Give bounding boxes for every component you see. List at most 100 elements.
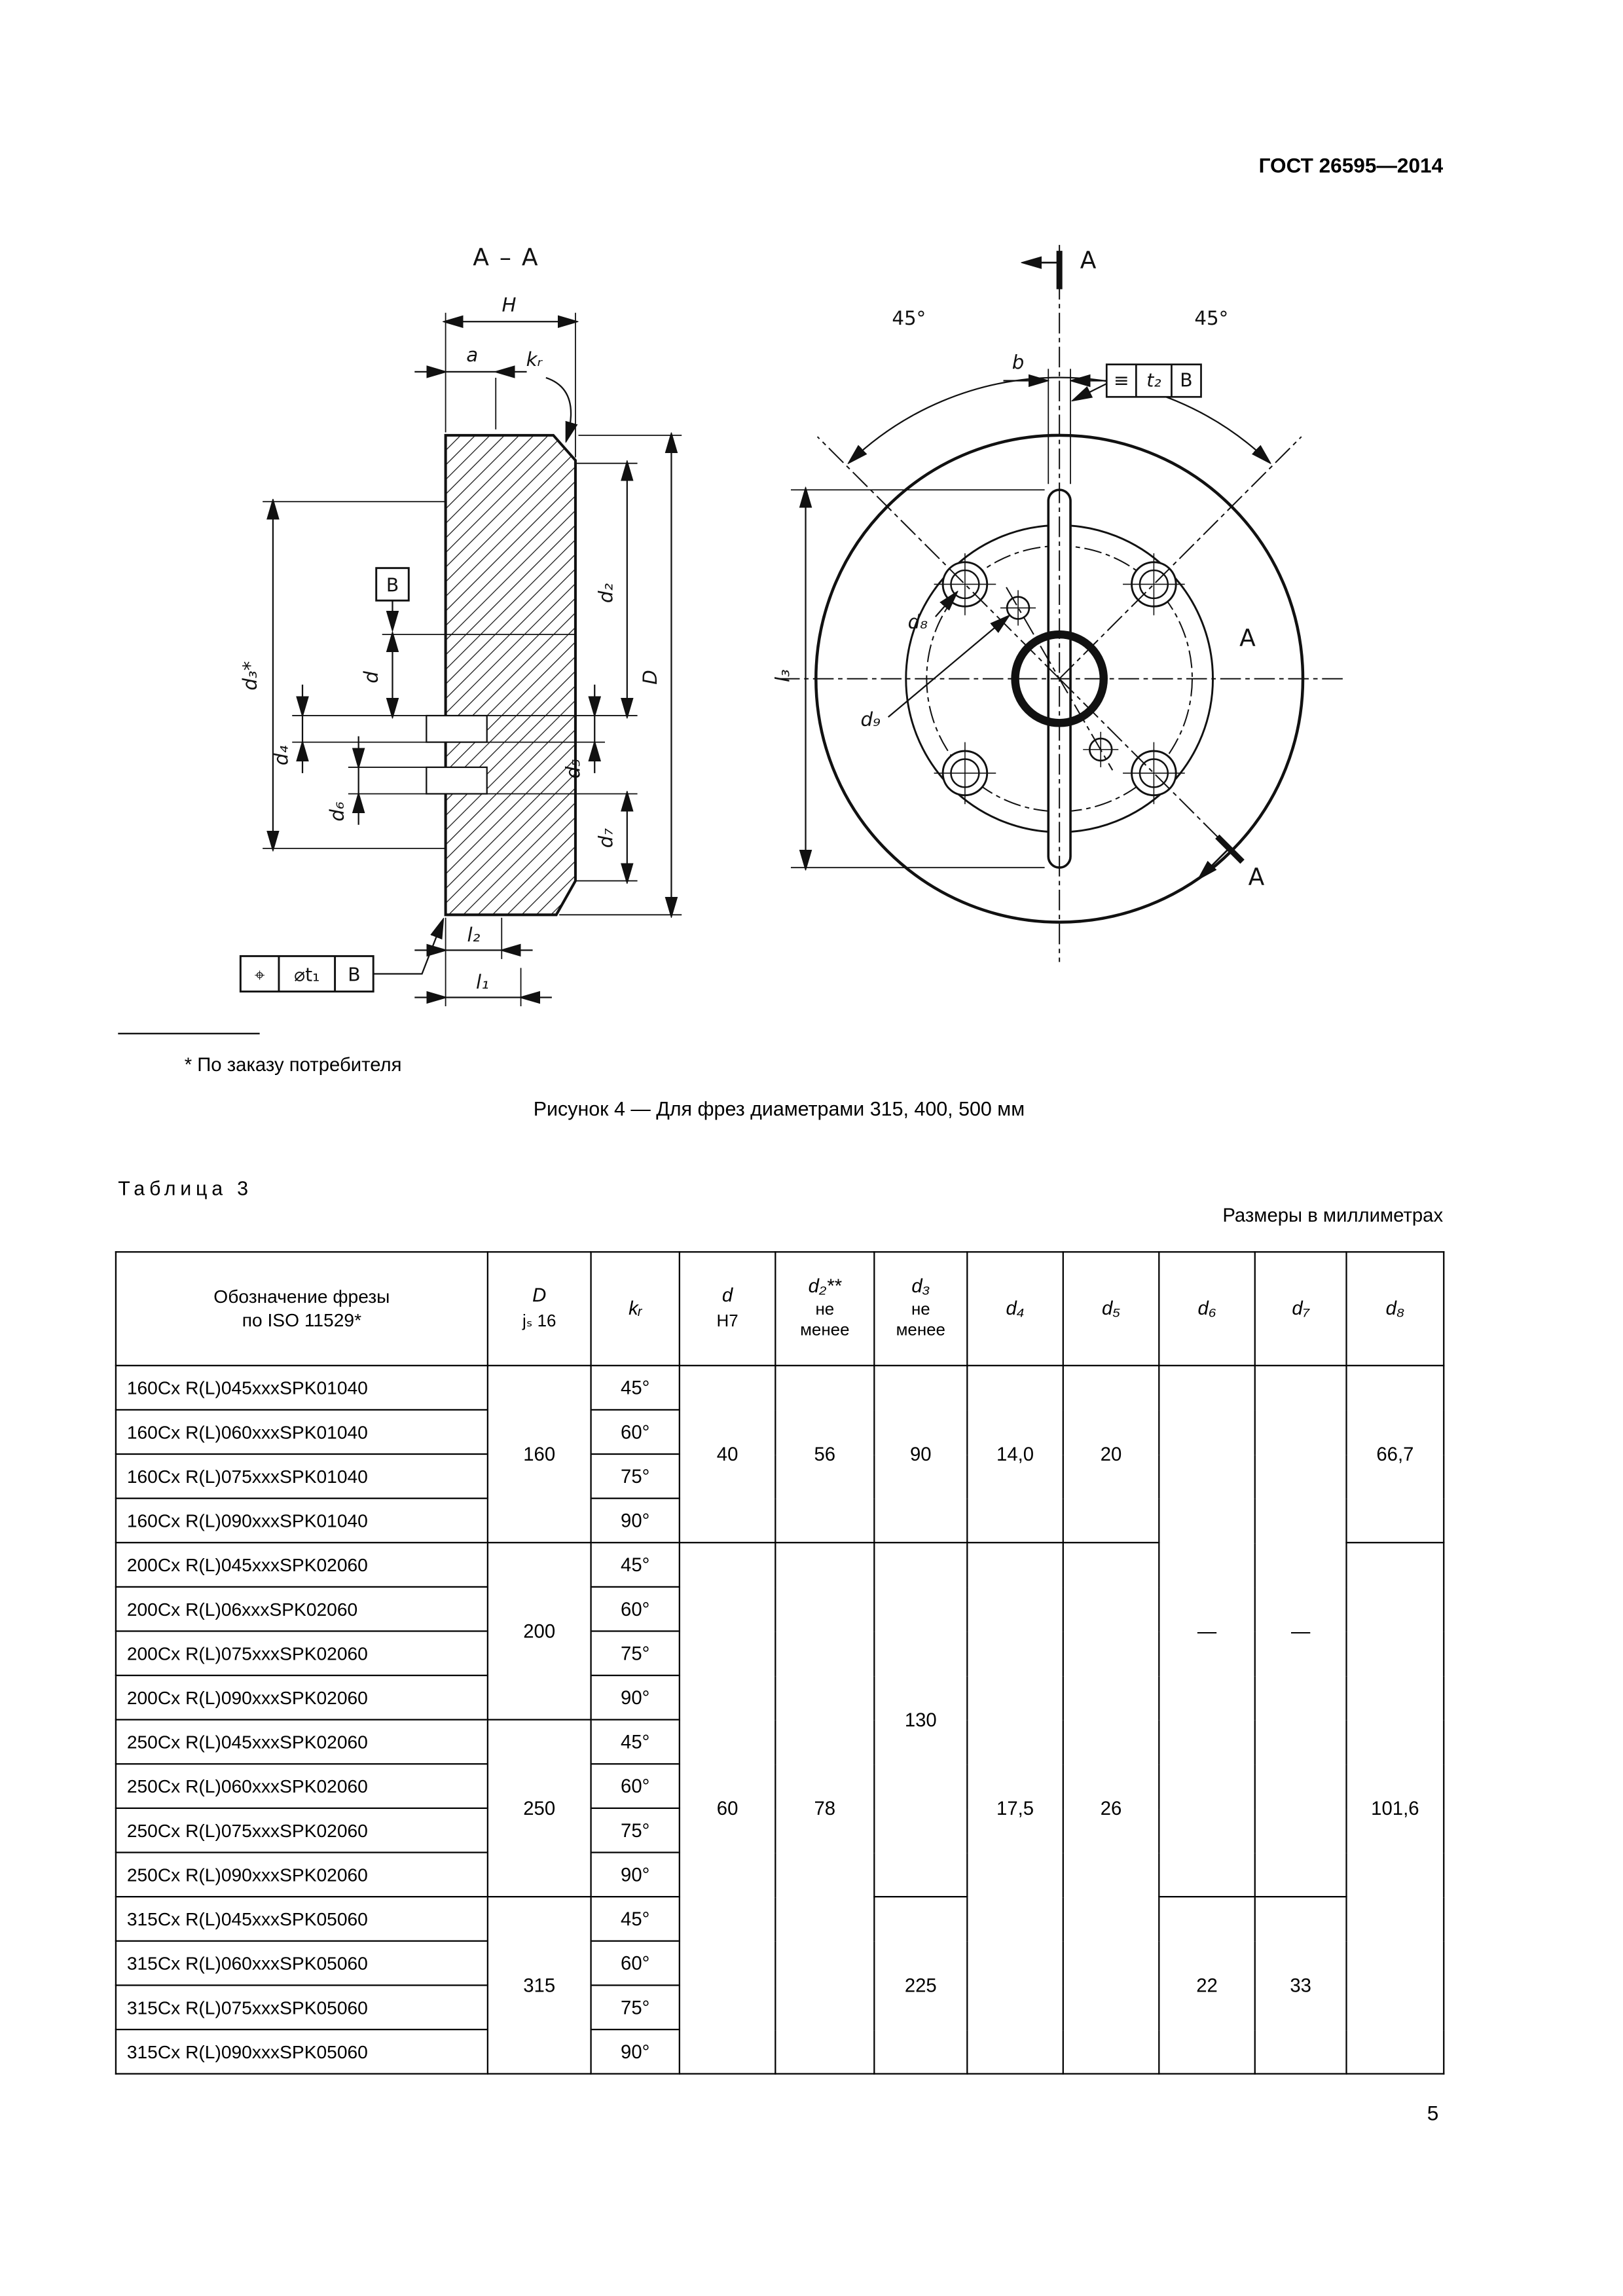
value-cell: 45° [590, 1896, 680, 1942]
cutter-body-section [426, 433, 577, 917]
col-header-d3: d₃ не менее [873, 1251, 968, 1366]
dim-l1: l₁ [476, 971, 489, 993]
angle-left-label: 45° [892, 307, 926, 329]
col-header-d: d H7 [678, 1251, 776, 1366]
value-cell: 56 [775, 1364, 875, 1544]
designation-cell: 200Cx R(L)06xxxSPK02060 [115, 1586, 488, 1632]
dim-d2: d₂ [594, 583, 617, 604]
position-symbol-icon: ⌖ [255, 964, 265, 986]
value-cell: 90 [873, 1364, 968, 1544]
col-header-d4: d₄ [966, 1251, 1064, 1366]
value-cell: 75° [590, 1630, 680, 1677]
value-cell: — [1254, 1364, 1347, 1898]
angle-right-label: 45° [1194, 307, 1228, 329]
value-cell: 78 [775, 1542, 875, 2075]
value-cell: 315 [486, 1896, 592, 2075]
value-cell: 14,0 [966, 1364, 1064, 1544]
table-row: 250Cx R(L)075xxxSPK02060 75° [115, 1807, 1444, 1853]
value-cell: 90° [590, 1674, 680, 1721]
dim-d5: d₅ [562, 759, 585, 778]
section-view-drawing: A – A [239, 244, 682, 1007]
col-header-d6: d₆ [1158, 1251, 1256, 1366]
tolerance-value: t₂ [1146, 369, 1161, 391]
table-row: 315Cx R(L)060xxxSPK05060 60° [115, 1940, 1444, 1986]
dimension-labels: H a kᵣ d₃* d₄ d₆ d d₅ d₂ d₇ D l₂ l₁ [239, 294, 661, 993]
dimension-lines [273, 321, 671, 997]
col-header-d2: d₂** не менее [775, 1251, 875, 1366]
tolerance-datum: B [348, 964, 360, 986]
dim-l2: l₂ [467, 924, 481, 946]
datum-frame-B: B [375, 567, 410, 602]
dim-kr: kᵣ [526, 348, 543, 371]
dim-d9: d₉ [861, 708, 881, 731]
designation-cell: 250Cx R(L)075xxxSPK02060 [115, 1807, 488, 1853]
value-cell: 40 [678, 1364, 776, 1544]
designation-cell: 315Cx R(L)075xxxSPK05060 [115, 1984, 488, 2031]
value-cell: 66,7 [1345, 1364, 1445, 1544]
symmetry-symbol-icon: ≡ [1114, 369, 1129, 391]
value-cell: 101,6 [1345, 1542, 1445, 2075]
units-note: Размеры в миллиметрах [1222, 1204, 1444, 1226]
leader-lines [888, 593, 1008, 718]
designation-cell: 160Cx R(L)060xxxSPK01040 [115, 1409, 488, 1455]
dim-d8: d₈ [908, 611, 928, 633]
dim-d7: d₇ [594, 828, 617, 848]
designation-cell: 200Cx R(L)045xxxSPK02060 [115, 1542, 488, 1588]
dim-D: D [639, 670, 661, 685]
section-letter-side: A [1239, 625, 1256, 652]
designation-cell: 315Cx R(L)060xxxSPK05060 [115, 1940, 488, 1986]
table-row: 160Cx R(L)060xxxSPK01040 60° [115, 1409, 1444, 1455]
value-cell: 60° [590, 1586, 680, 1632]
footnote-text: * По заказу потребителя [184, 1053, 402, 1076]
tolerance-value: ⌀t₁ [294, 964, 319, 986]
col-header-d7: d₇ [1254, 1251, 1347, 1366]
col-header-kr: kᵣ [590, 1251, 680, 1366]
value-cell: 225 [873, 1896, 968, 2075]
header-row: Обозначение фрезы по ISO 11529* D jₛ 16 … [115, 1251, 1445, 1366]
table-label: Таблица 3 [118, 1177, 253, 1200]
section-letter-top: A [1080, 247, 1097, 274]
dim-H: H [502, 294, 517, 316]
page-number: 5 [1427, 2101, 1439, 2125]
col-header-designation: Обозначение фрезы по ISO 11529* [115, 1251, 488, 1366]
fixing-holes [934, 553, 1185, 805]
dim-d4: d₄ [270, 745, 292, 765]
value-cell: 75° [590, 1807, 680, 1853]
value-cell: 60° [590, 1940, 680, 1986]
designation-cell: 250Cx R(L)090xxxSPK02060 [115, 1851, 488, 1898]
value-cell: 250 [486, 1719, 592, 1898]
value-cell: 17,5 [966, 1542, 1064, 2075]
value-cell: 26 [1062, 1542, 1160, 2075]
figure-caption: Рисунок 4 — Для фрез диаметрами 315, 400… [533, 1097, 1025, 1120]
designation-cell: 250Cx R(L)045xxxSPK02060 [115, 1719, 488, 1765]
value-cell: — [1158, 1364, 1256, 1898]
front-view-labels: 45° 45° b d₈ d₉ l₃ A A A [772, 247, 1265, 891]
symmetry-tolerance-frame: ≡ t₂ B [1074, 363, 1202, 400]
value-cell: 60° [590, 1409, 680, 1455]
value-cell: 90° [590, 1851, 680, 1898]
designation-cell: 315Cx R(L)090xxxSPK05060 [115, 2028, 488, 2075]
dim-d6: d₆ [326, 801, 348, 822]
designation-cell: 160Cx R(L)090xxxSPK01040 [115, 1497, 488, 1544]
value-cell: 130 [873, 1542, 968, 1898]
pin-hole [1000, 590, 1036, 626]
dim-d: d [360, 671, 382, 683]
value-cell: 33 [1254, 1896, 1347, 2075]
position-tolerance-frame: ⌖ ⌀t₁ B [239, 955, 374, 993]
value-cell: 60 [678, 1542, 776, 2075]
dim-d3: d₃* [239, 661, 261, 691]
table-row: 200Cx R(L)06xxxSPK02060 60° [115, 1586, 1444, 1632]
col-header-d5: d₅ [1062, 1251, 1160, 1366]
